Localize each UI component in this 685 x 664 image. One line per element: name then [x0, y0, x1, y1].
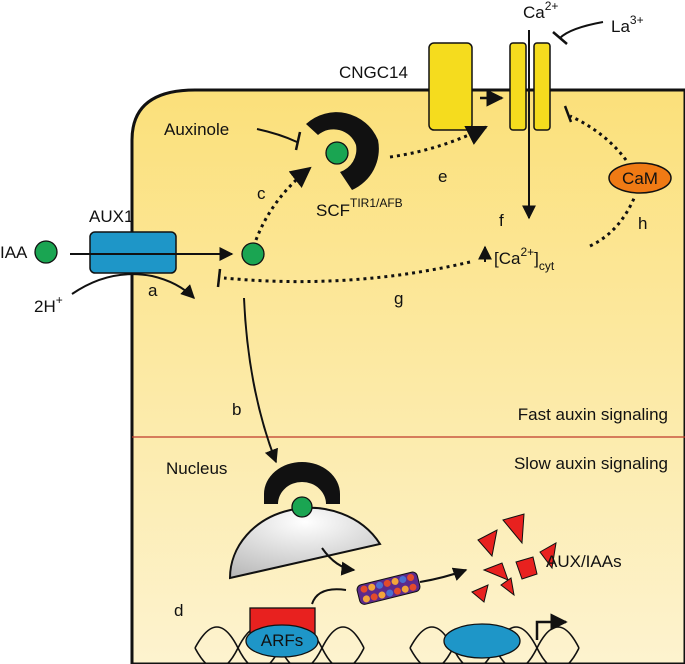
- aux1-transporter: [89, 231, 177, 274]
- step-a-label: a: [148, 281, 158, 300]
- proton-label: 2H+: [34, 293, 63, 316]
- scf-tir1-receptor: [306, 112, 379, 190]
- aux-iaas-label: AUX/IAAs: [546, 552, 622, 571]
- arf-active: [443, 623, 521, 659]
- transcription-start-icon: [535, 613, 568, 640]
- ca-label: Ca2+: [523, 0, 558, 22]
- step-f-label: f: [499, 211, 504, 230]
- arfs-label: ARFs: [261, 631, 304, 650]
- iaa-label: IAA: [0, 243, 28, 262]
- step-g-label: g: [394, 289, 403, 308]
- auxin-extracellular: [34, 240, 58, 264]
- ca-cyt-label: [Ca2+]cyt: [494, 245, 555, 273]
- proteasome-icon: [356, 571, 421, 605]
- aux-iaa-fragments: [471, 513, 557, 603]
- cam: [608, 162, 672, 194]
- auxin-bound-scf: [325, 141, 349, 165]
- arrow-g: [223, 260, 471, 284]
- proton-import-arrow: [71, 273, 195, 299]
- cngc14-label: CNGC14: [339, 63, 408, 82]
- auxinole-inhibition: [256, 128, 298, 143]
- la-label: La3+: [611, 13, 644, 36]
- cam-label: CaM: [622, 169, 658, 188]
- step-d-label: d: [174, 601, 183, 620]
- proteasome-output-arrow: [419, 567, 468, 583]
- arrow-b: [243, 297, 278, 464]
- scf-label: SCFTIR1/AFB: [316, 196, 403, 220]
- aux-iaa-delivery-arrow: [311, 588, 347, 605]
- fast-signaling-label: Fast auxin signaling: [518, 405, 668, 424]
- degradation-arrow: [321, 547, 356, 576]
- auxin-cytosolic: [241, 242, 265, 266]
- nucleus-label: Nucleus: [166, 459, 227, 478]
- cam-inhibition: [569, 114, 628, 161]
- slow-signaling-label: Slow auxin signaling: [514, 454, 668, 473]
- step-c-label: c: [257, 184, 266, 203]
- cngc14-subunit-left: [428, 42, 473, 131]
- la-inhibition: [559, 21, 604, 39]
- nuclear-receptor: [264, 462, 340, 504]
- auxin-nuclear: [291, 496, 313, 518]
- arf-transcription-factor: [245, 624, 319, 658]
- auxinole-label: Auxinole: [164, 120, 229, 139]
- cngc14-subunit-right: [533, 42, 551, 131]
- cngc14-subunit-mid: [509, 42, 527, 131]
- step-e-label: e: [438, 167, 447, 186]
- arrow-c: [254, 166, 312, 241]
- arrow-e: [389, 125, 488, 159]
- step-h-label: h: [638, 214, 647, 233]
- step-b-label: b: [232, 400, 241, 419]
- aux1-label: AUX1: [89, 207, 133, 226]
